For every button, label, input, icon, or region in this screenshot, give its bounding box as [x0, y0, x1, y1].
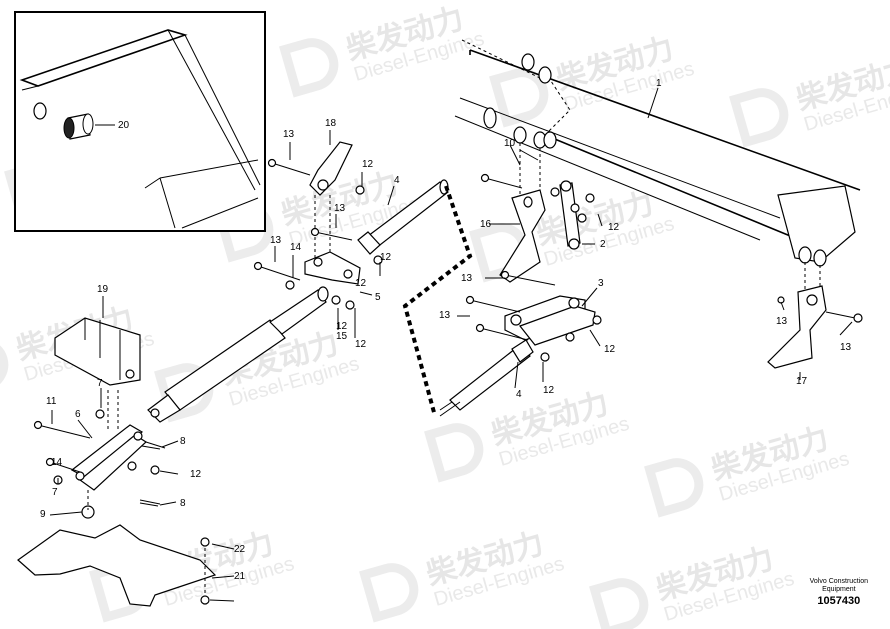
boom-1 — [454, 39, 861, 300]
cylinder-4-left — [357, 179, 449, 255]
callout-12: 12 — [190, 469, 202, 480]
callout-13: 13 — [439, 310, 451, 321]
watermark-logo-icon — [0, 338, 9, 398]
callout-16: 16 — [480, 219, 492, 230]
watermark-logo-icon — [729, 88, 789, 148]
callout-10: 10 — [504, 138, 516, 149]
callout-2: 2 — [600, 239, 606, 250]
callout-13: 13 — [840, 342, 852, 353]
link-5 — [304, 251, 361, 285]
bore-hole — [33, 102, 47, 120]
publisher-line-2: Equipment — [822, 586, 856, 593]
callout-21: 21 — [234, 571, 246, 582]
callout-13: 13 — [283, 129, 295, 140]
bracket-17 — [309, 141, 353, 260]
watermark-logo-icon — [589, 578, 649, 629]
callout-labels: 1234456778891011121212121212121212131313… — [40, 78, 852, 582]
watermark-logo-icon — [279, 38, 339, 98]
callout-15: 15 — [336, 331, 348, 342]
watermark-logo-icon — [644, 458, 704, 518]
callout-22: 22 — [234, 544, 246, 555]
callout-17: 17 — [796, 376, 808, 387]
callout-12: 12 — [355, 278, 367, 289]
arm-bracket-15 — [499, 189, 546, 283]
detail-inset — [14, 11, 266, 232]
bracket-18 — [54, 317, 141, 430]
leader-lines — [49, 87, 853, 602]
callout-13: 13 — [270, 235, 282, 246]
callout-12: 12 — [380, 252, 392, 263]
publisher-line-1: Volvo Construction — [809, 578, 868, 585]
callout-6: 6 — [75, 409, 81, 420]
callout-11: 11 — [46, 396, 57, 407]
callout-12: 12 — [543, 385, 555, 396]
break-line — [402, 185, 473, 417]
bracket-16 — [767, 285, 863, 369]
callout-1: 1 — [656, 78, 662, 89]
document-footer: Volvo Construction Equipment 1057430 — [810, 578, 868, 607]
watermark-logo-icon — [424, 423, 484, 483]
callout-12: 12 — [608, 222, 620, 233]
callout-14: 14 — [290, 242, 302, 253]
callout-3: 3 — [598, 278, 604, 289]
callout-7: 7 — [52, 487, 58, 498]
callout-12: 12 — [604, 344, 616, 355]
callout-4: 4 — [516, 389, 522, 400]
lever-6 — [70, 424, 166, 505]
callout-19: 19 — [97, 284, 109, 295]
main-cylinder — [147, 286, 329, 423]
callout-4: 4 — [394, 175, 400, 186]
base-plate-20 — [17, 490, 217, 607]
callout-8: 8 — [180, 436, 186, 447]
callout-7: 7 — [97, 378, 103, 389]
callout-5: 5 — [375, 292, 381, 303]
watermark-logo-icon — [359, 563, 419, 623]
callout-12: 12 — [362, 159, 374, 170]
callout-14: 14 — [51, 457, 63, 468]
illustration-number: 1057430 — [817, 595, 861, 607]
callout-12: 12 — [336, 321, 348, 332]
callout-18: 18 — [325, 118, 337, 129]
callout-20: 20 — [118, 120, 130, 131]
cylinder-4-right — [439, 339, 534, 417]
callout-12: 12 — [355, 339, 367, 350]
callout-8: 8 — [180, 498, 186, 509]
watermark-logo-icon — [489, 68, 549, 128]
link-plates-3 — [504, 295, 596, 346]
callout-13: 13 — [461, 273, 473, 284]
link-bar-2 — [559, 180, 581, 250]
callout-13: 13 — [334, 203, 346, 214]
pivot-ears-10 — [513, 53, 557, 200]
bushing-19 — [63, 113, 94, 140]
callout-9: 9 — [40, 509, 46, 520]
callout-13: 13 — [776, 316, 788, 327]
